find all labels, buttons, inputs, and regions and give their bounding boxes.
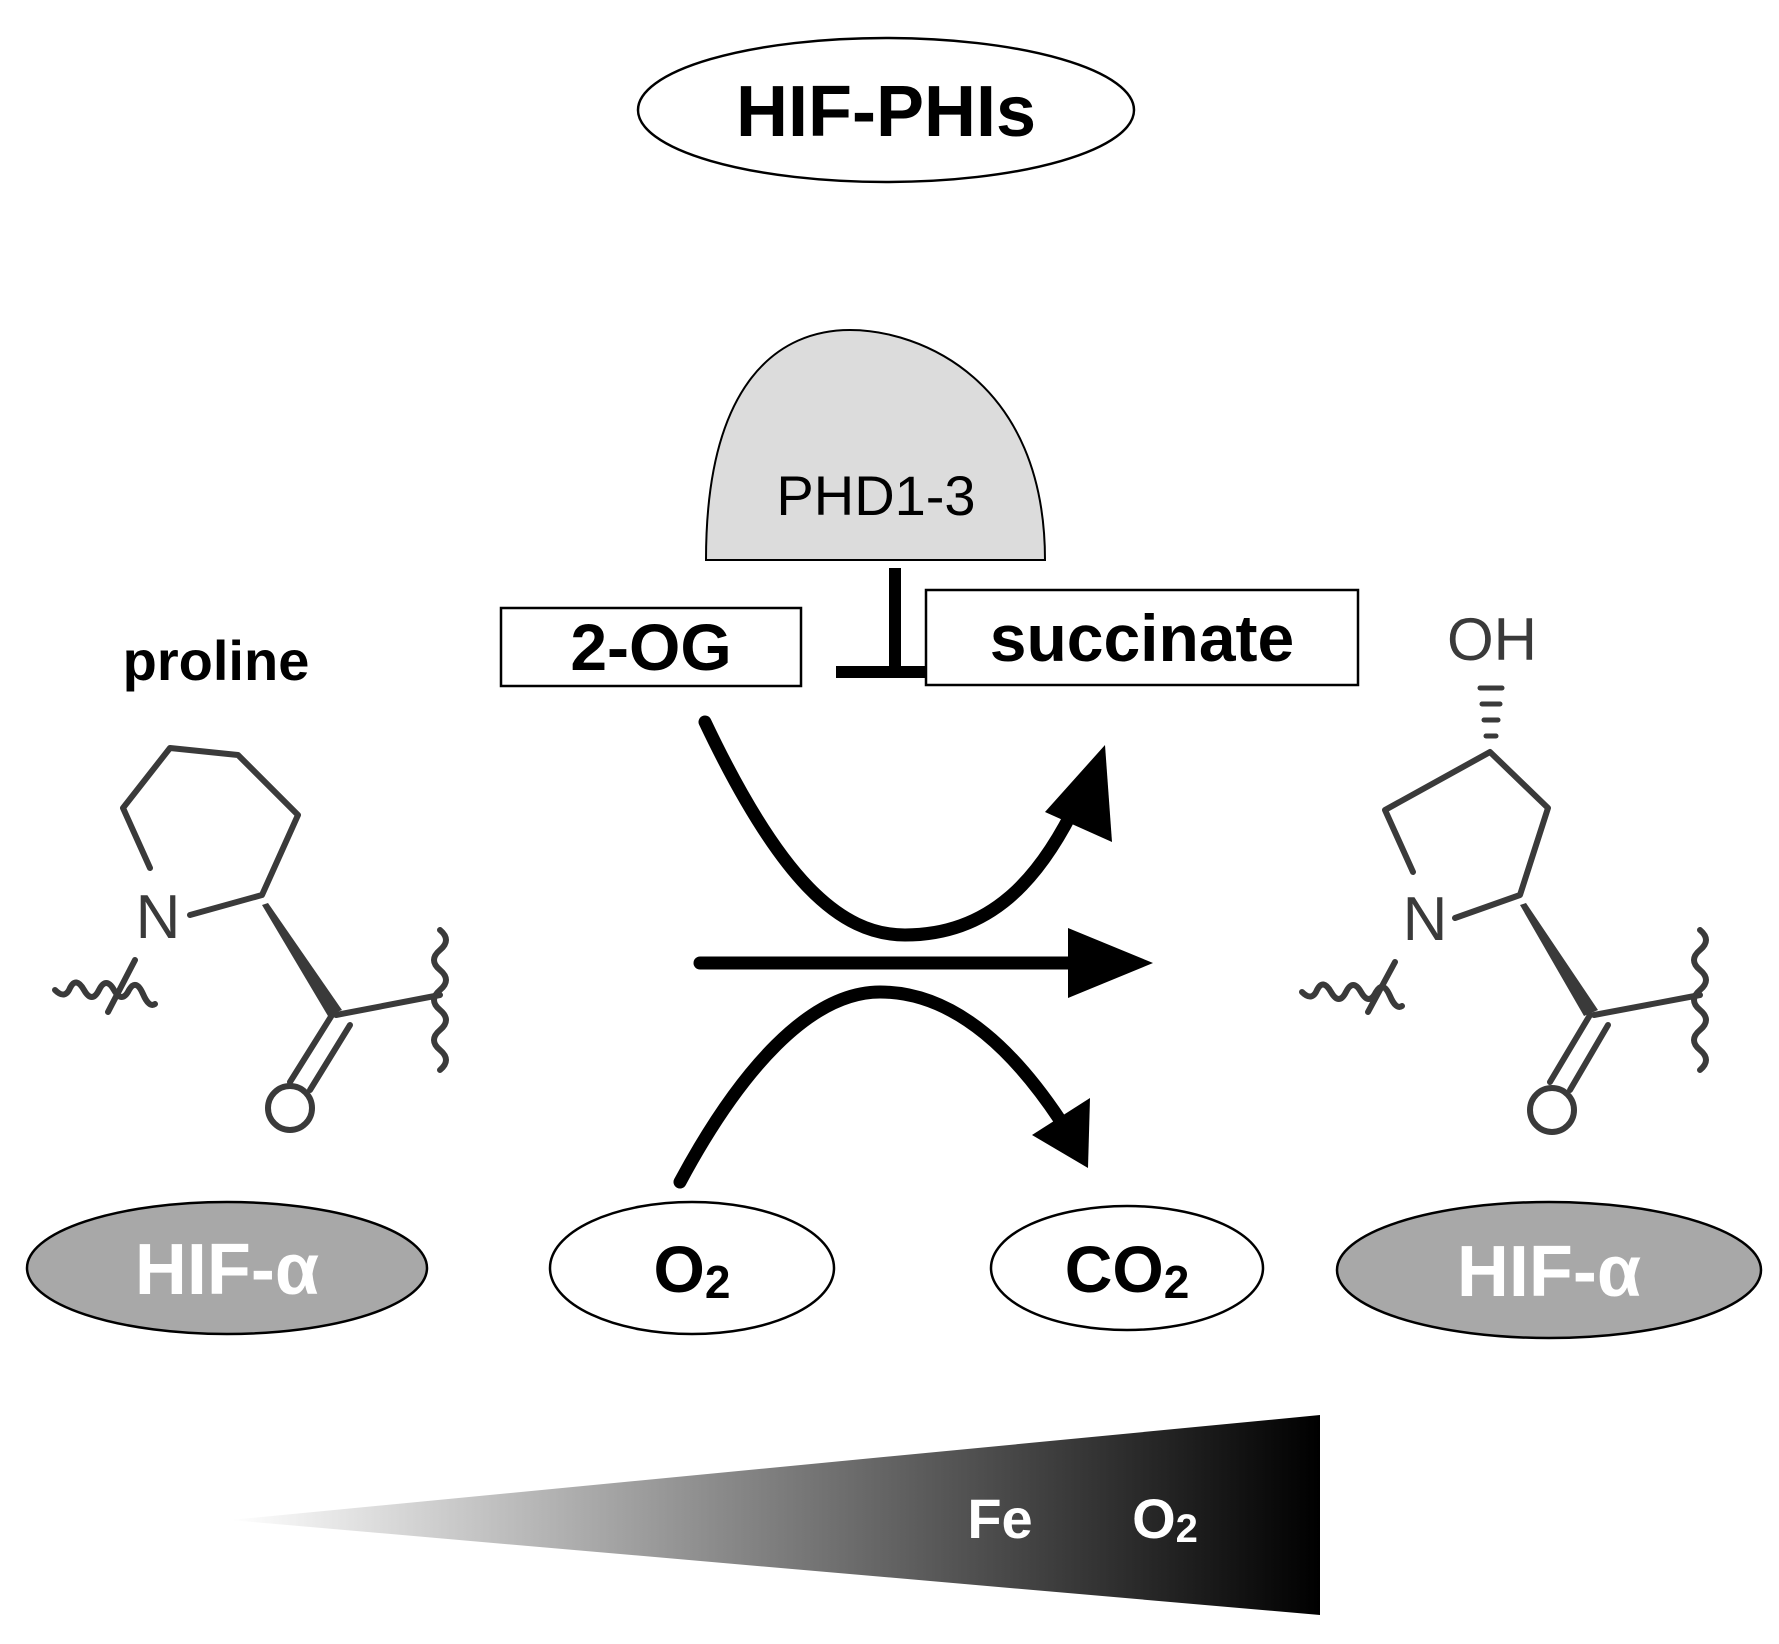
co2-node: CO2 <box>989 1204 1265 1332</box>
succinate-label: succinate <box>990 601 1294 675</box>
phd-enzyme-node: PHD1-3 <box>704 328 1047 561</box>
succinate-box <box>924 588 1360 687</box>
proline-ring <box>120 745 301 918</box>
proline-carbonyl-bond-1 <box>287 1012 335 1085</box>
arrowheads <box>1032 745 1153 1168</box>
hif-alpha-right-node: HIF-α <box>1335 1200 1763 1340</box>
hydroxyl-hash-bond <box>1477 685 1505 739</box>
hydroxyproline-n-wavy-bond <box>1299 981 1405 1010</box>
co2-label-main: CO <box>1065 1232 1164 1306</box>
hif-phis-label: HIF-PHIs <box>736 72 1036 152</box>
hif-phis-node: HIF-PHIs <box>636 36 1136 184</box>
gradient-o2-main: O <box>1132 1487 1176 1550</box>
hydroxyproline-wedge-bond <box>1520 903 1598 1016</box>
proline-label: proline <box>123 629 310 692</box>
hydroxyproline-ring <box>1382 749 1551 921</box>
oxygen-ellipse <box>548 1200 836 1336</box>
hydroxyl-label: OH <box>1447 606 1537 673</box>
reaction-arrows <box>673 715 1085 1189</box>
proline-carbonyl-bond-2 <box>307 1022 353 1093</box>
hydroxyproline-carbonyl-bond-2 <box>1567 1022 1611 1093</box>
co2-label: CO2 <box>1065 1232 1190 1308</box>
o2-to-co2-arrow <box>673 985 1067 1189</box>
hydroxyproline-structure: OH N <box>1299 606 1709 1135</box>
co2-arrowhead <box>1032 1098 1090 1168</box>
proline-n-substituent <box>105 957 138 1015</box>
gradient-wedge <box>230 1415 1320 1615</box>
gradient-o2-sub: 2 <box>1176 1507 1198 1551</box>
co2-ellipse <box>989 1204 1265 1332</box>
hydroxyproline-cterm-wavy <box>1691 927 1709 1073</box>
phd-dome-shape <box>704 328 1047 561</box>
proline-carbonyl-o <box>265 1083 315 1133</box>
co2-label-sub: 2 <box>1164 1256 1190 1308</box>
succinate-arrowhead <box>1045 745 1112 842</box>
two-og-box <box>499 606 803 688</box>
proline-n-atom: N <box>136 883 181 952</box>
oxygen-label: O2 <box>654 1232 731 1308</box>
succinate-node: succinate <box>924 588 1360 687</box>
hif-phis-ellipse <box>636 36 1136 184</box>
hydroxyproline-carbonyl-o <box>1527 1085 1577 1135</box>
hif-alpha-right-ellipse <box>1335 1200 1763 1340</box>
gradient-o2-label: O2 <box>1132 1487 1198 1551</box>
proline-cterm-bond <box>333 992 443 1018</box>
proline-structure: proline N <box>52 629 449 1133</box>
proline-n-wavy-bond <box>52 979 158 1008</box>
oxygen-label-main: O <box>654 1232 705 1306</box>
two-og-label: 2-OG <box>570 610 731 684</box>
hydroxyproline-cterm-bond <box>1591 992 1703 1018</box>
proline-wedge-bond <box>262 903 342 1016</box>
inhibition-symbol <box>836 568 925 678</box>
oxygen-node: O2 <box>548 1200 836 1336</box>
two-og-to-succinate-arrow <box>698 715 1085 942</box>
hif-alpha-left-ellipse <box>25 1200 429 1336</box>
proline-cterm-wavy <box>431 927 449 1073</box>
hydroxyproline-carbonyl-bond-1 <box>1547 1012 1593 1085</box>
hif-alpha-left-label: HIF-α <box>135 1230 319 1310</box>
hif-alpha-right-label: HIF-α <box>1457 1232 1641 1312</box>
main-arrowhead <box>1068 928 1153 998</box>
phd-label: PHD1-3 <box>776 464 975 527</box>
gradient-fe-label: Fe <box>967 1487 1032 1550</box>
hydroxyproline-n-atom: N <box>1403 885 1448 954</box>
two-og-node: 2-OG <box>499 606 803 688</box>
oxygen-label-sub: 2 <box>705 1256 731 1308</box>
fe-o2-gradient: Fe O2 <box>230 1415 1320 1615</box>
hif-alpha-left-node: HIF-α <box>25 1200 429 1336</box>
